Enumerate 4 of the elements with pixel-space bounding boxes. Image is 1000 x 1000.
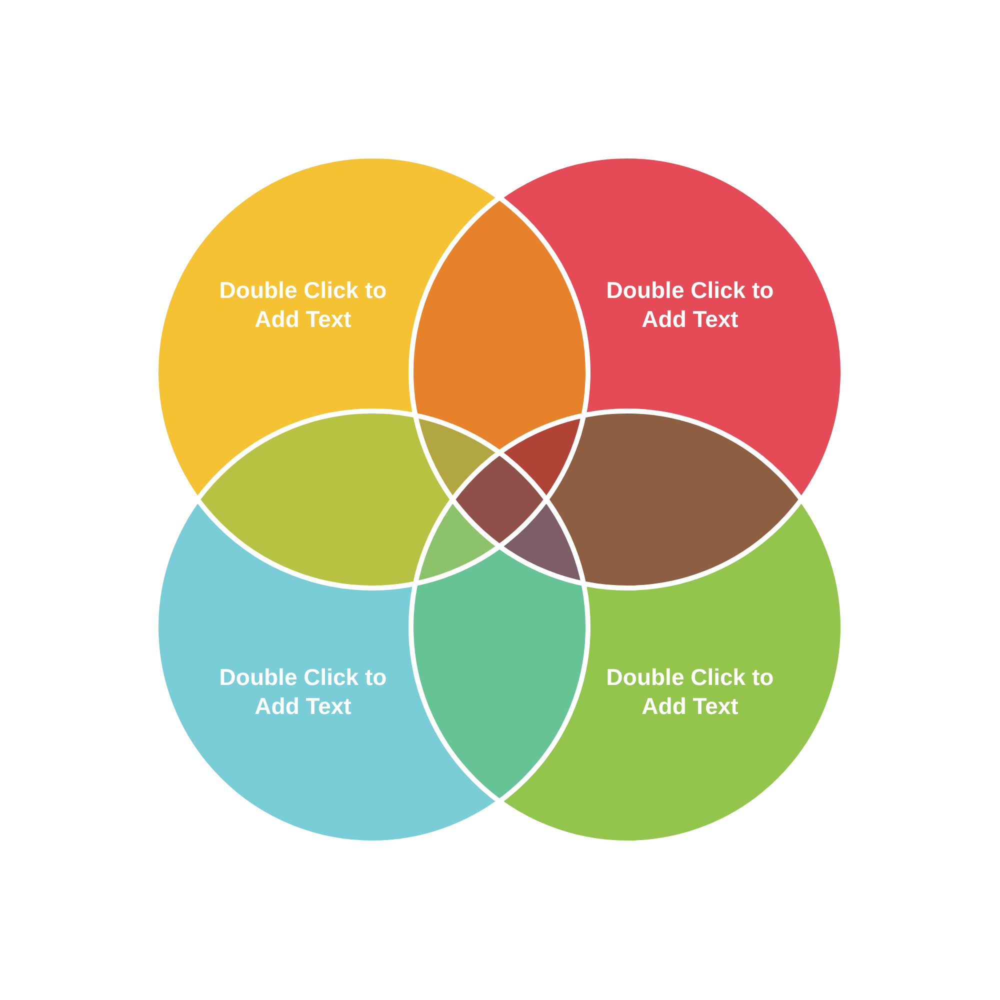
circle-label: Double Click to Add Text [605,276,775,334]
circle-label: Double Click to Add Text [605,663,775,721]
circle-label: Double Click to Add Text [218,663,388,721]
circle-label: Double Click to Add Text [218,276,388,334]
